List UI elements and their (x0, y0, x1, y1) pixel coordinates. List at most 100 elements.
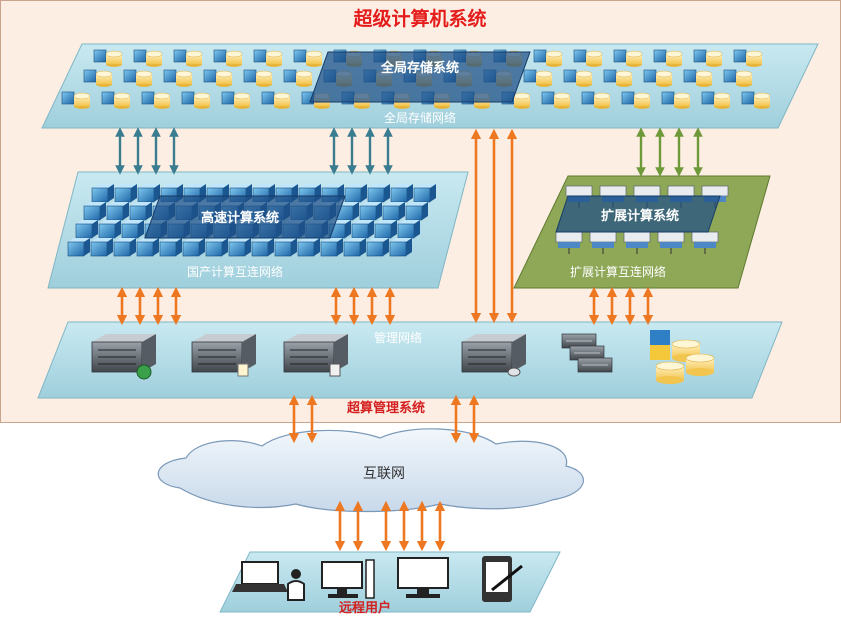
compute-node-icon (397, 220, 420, 239)
compute-node-icon (98, 220, 121, 239)
person-icon (287, 569, 305, 601)
users-label: 远程用户 (339, 600, 391, 616)
compute-node-icon (67, 238, 90, 257)
storage-mgmt-arrows (470, 128, 518, 324)
compute-node-icon (205, 238, 228, 257)
compute-node-icon (75, 220, 98, 239)
storage-array-icon (650, 330, 715, 384)
compute-node-icon (91, 184, 114, 203)
ext-system-label: 扩展计算系统 (601, 208, 679, 224)
compute-node-icon (228, 238, 251, 257)
storage-unit-icon (181, 91, 211, 109)
globe-icon (136, 364, 152, 380)
compute-node-icon (336, 202, 359, 221)
compute-node-icon (320, 238, 343, 257)
storage-hpc-arrows (115, 127, 393, 175)
ext-network-label: 扩展计算互连网络 (570, 264, 666, 279)
storage-unit-icon (283, 69, 313, 87)
storage-unit-icon (213, 49, 243, 67)
storage-unit-icon (203, 69, 233, 87)
management-server-icon (283, 334, 348, 373)
storage-unit-icon (621, 91, 651, 109)
storage-unit-icon (603, 69, 633, 87)
compute-node-icon (136, 238, 159, 257)
compute-node-icon (90, 238, 113, 257)
storage-unit-icon (261, 91, 291, 109)
server-rack-icon (561, 333, 613, 373)
compute-node-icon (390, 184, 413, 203)
storage-unit-icon (83, 69, 113, 87)
compute-node-icon (344, 184, 367, 203)
internet-cloud: 互联网 (157, 428, 584, 513)
compute-node-icon (413, 184, 436, 203)
ext-system-box (555, 195, 721, 233)
storage-unit-icon (123, 69, 153, 87)
mgmt-internet-arrows (288, 394, 480, 444)
hpc-system-label: 高速计算系统 (201, 210, 279, 226)
storage-unit-icon (661, 91, 691, 109)
storage-unit-icon (141, 91, 171, 109)
compute-node-icon (351, 220, 374, 239)
document-icon (237, 363, 249, 377)
laptop-icon (232, 561, 288, 592)
storage-unit-icon (163, 69, 193, 87)
compute-node-icon (114, 184, 137, 203)
storage-ext-arrows (636, 127, 703, 177)
storage-unit-icon (293, 49, 323, 67)
internet-users-arrows (334, 500, 446, 552)
storage-unit-icon (541, 91, 571, 109)
compute-node-icon (113, 238, 136, 257)
storage-unit-icon (581, 91, 611, 109)
compute-mgmt-arrows (116, 286, 654, 326)
hpc-system-box (144, 195, 346, 239)
compute-node-icon (366, 238, 389, 257)
compute-node-icon (274, 238, 297, 257)
desktop-computer-icon (321, 559, 375, 599)
storage-unit-icon (221, 91, 251, 109)
ext-layer: 扩展计算系统 扩展计算互连网络 (513, 175, 771, 289)
management-server-icon (91, 334, 156, 373)
hpc-layer: 高速计算系统 国产计算互连网络 (47, 171, 469, 289)
storage-unit-icon (173, 49, 203, 67)
compute-node-icon (374, 220, 397, 239)
diagram-title: 超级计算机系统 (352, 7, 486, 30)
compute-node-icon (382, 202, 405, 221)
compute-node-icon (83, 202, 106, 221)
hpc-network-label: 国产计算互连网络 (187, 264, 283, 279)
compute-node-icon (106, 202, 129, 221)
compute-node-icon (405, 202, 428, 221)
storage-unit-icon (243, 69, 273, 87)
storage-system-box (309, 51, 531, 103)
storage-system-label: 全局存储系统 (380, 60, 459, 76)
storage-unit-icon (563, 69, 593, 87)
storage-unit-icon (523, 69, 553, 87)
compute-node-icon (389, 238, 412, 257)
mgmt-network-label: 管理网络 (374, 330, 422, 345)
mgmt-layer: 管理网络 (37, 321, 783, 399)
storage-unit-icon (61, 91, 91, 109)
storage-unit-icon (683, 69, 713, 87)
storage-unit-icon (741, 91, 771, 109)
compute-node-icon (367, 184, 390, 203)
users-layer: 远程用户 (219, 551, 561, 616)
internet-label: 互联网 (363, 466, 405, 482)
compute-node-icon (297, 238, 320, 257)
storage-unit-icon (693, 49, 723, 67)
storage-network-label: 全局存储网络 (384, 110, 456, 125)
tablet-icon (482, 556, 523, 602)
mgmt-servers (91, 330, 715, 384)
compute-node-icon (129, 202, 152, 221)
compute-node-icon (182, 238, 205, 257)
mgmt-system-label: 超算管理系统 (347, 400, 425, 416)
compute-node-icon (121, 220, 144, 239)
printer-icon (329, 363, 341, 377)
storage-layer: 全局存储系统 全局存储网络 (41, 43, 819, 129)
storage-unit-icon (643, 69, 673, 87)
storage-unit-icon (133, 49, 163, 67)
database-icon (507, 367, 521, 377)
storage-unit-icon (723, 69, 753, 87)
storage-unit-icon (613, 49, 643, 67)
management-server-icon (461, 334, 526, 373)
